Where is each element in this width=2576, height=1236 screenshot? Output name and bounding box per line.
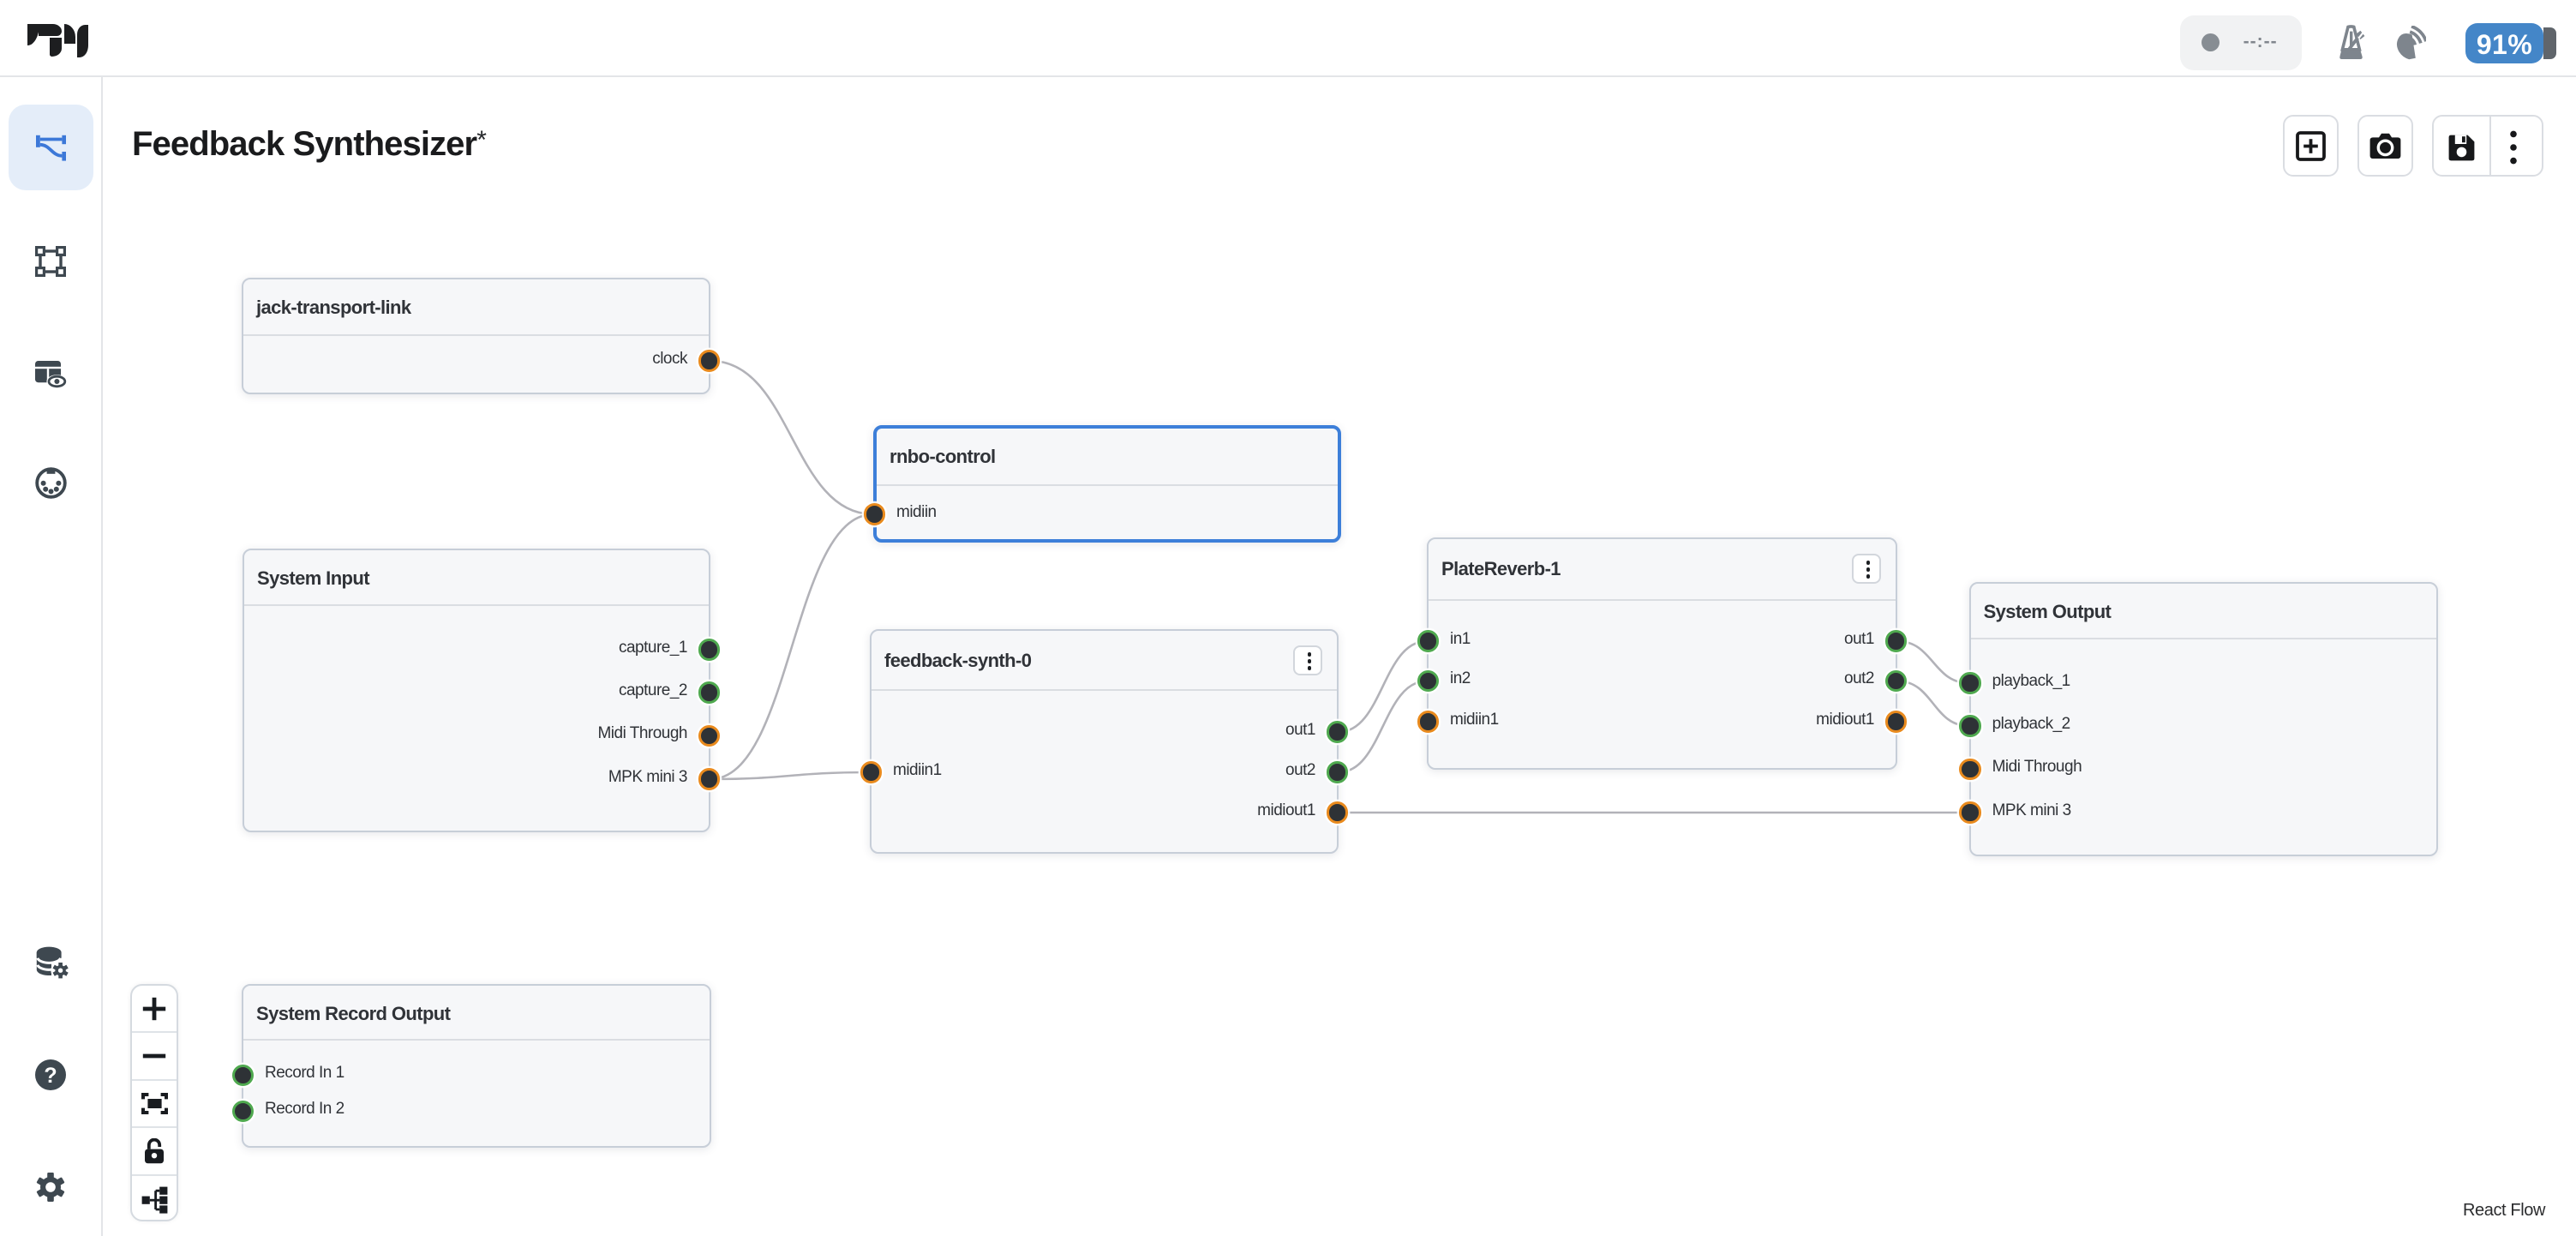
svg-text:?: ? — [45, 1064, 57, 1088]
